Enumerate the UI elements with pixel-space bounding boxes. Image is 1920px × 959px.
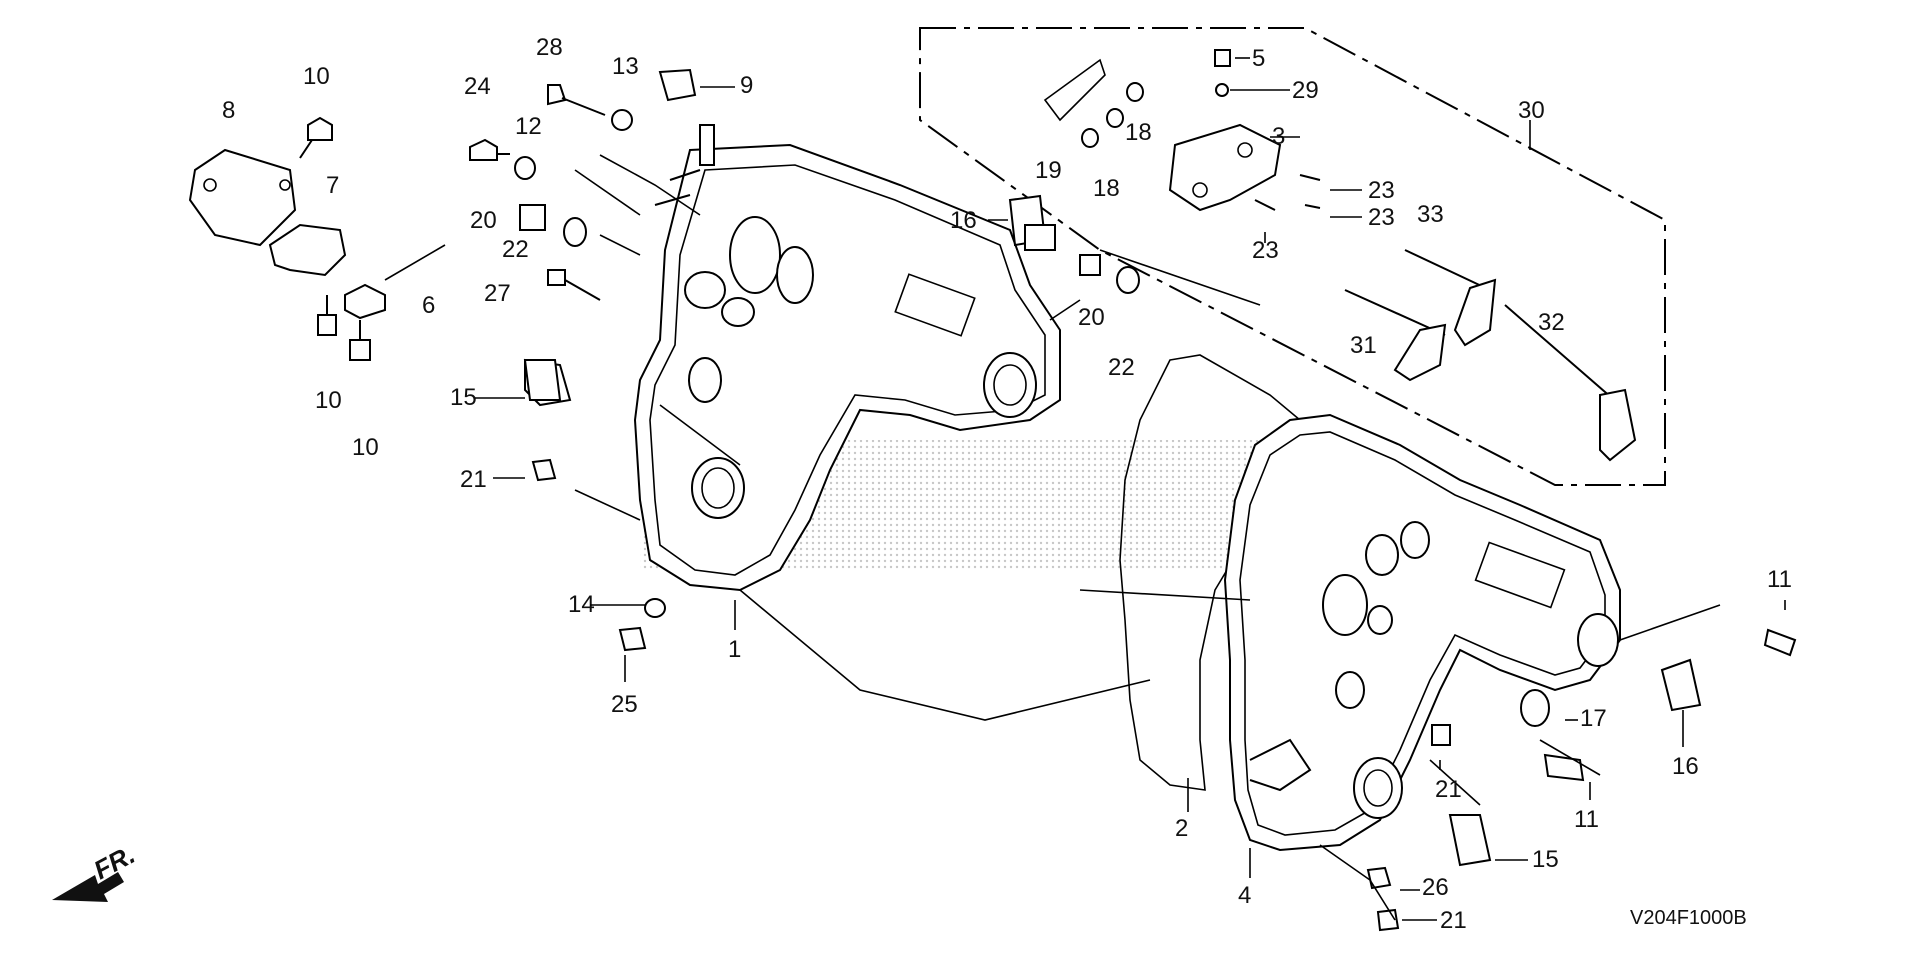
- callout-29: 29: [1292, 77, 1319, 104]
- callout-9: 9: [740, 72, 753, 99]
- callout-19: 19: [1035, 157, 1062, 184]
- callout-20a: 20: [470, 207, 497, 234]
- callout-5: 5: [1252, 45, 1265, 72]
- direction-label: FR.: [89, 839, 140, 885]
- callout-15b: 15: [1532, 846, 1559, 873]
- callout-10a: 10: [303, 63, 330, 90]
- clip-6: [344, 283, 386, 320]
- callout-2: 2: [1175, 815, 1188, 842]
- bracket-3: [1168, 49, 1321, 212]
- callout-18b: 18: [1093, 175, 1120, 202]
- callout-8: 8: [222, 97, 235, 124]
- callout-10b: 10: [315, 387, 342, 414]
- callout-21c: 21: [1440, 907, 1467, 934]
- leader-lines: [384, 154, 1721, 921]
- callout-22a: 22: [502, 236, 529, 263]
- callout-24: 24: [464, 73, 491, 100]
- callout-33: 33: [1417, 201, 1444, 228]
- clamp-7: [268, 223, 347, 277]
- callout-13: 13: [612, 53, 639, 80]
- callout-23a: 23: [1368, 177, 1395, 204]
- callout-21b: 21: [1435, 776, 1462, 803]
- callout-18a: 18: [1125, 119, 1152, 146]
- callout-11a: 11: [1767, 566, 1792, 593]
- callout-25: 25: [611, 691, 638, 718]
- callout-16a: 16: [950, 207, 977, 234]
- callout-12: 12: [515, 113, 542, 140]
- callout-11b: 11: [1574, 806, 1599, 833]
- callout-7: 7: [326, 172, 339, 199]
- callout-15a: 15: [450, 384, 477, 411]
- seals: [523, 224, 1797, 932]
- callout-23b: 23: [1368, 204, 1395, 231]
- front-direction-indicator: FR.: [52, 839, 140, 902]
- callout-6: 6: [422, 292, 435, 319]
- bolts-10: [299, 116, 371, 361]
- callouts: 1 2 3 4 5 6 7 8 9 10 10 10 11 11 12 13 1…: [222, 34, 1792, 934]
- callout-ticks: [475, 57, 1786, 921]
- callout-1: 1: [728, 636, 741, 663]
- callout-28: 28: [536, 34, 563, 61]
- gasket: [1119, 354, 1301, 791]
- callout-31: 31: [1350, 332, 1377, 359]
- callout-32: 32: [1538, 309, 1565, 336]
- callout-10c: 10: [352, 434, 379, 461]
- right-case: [1223, 413, 1621, 852]
- callout-27: 27: [484, 280, 511, 307]
- callout-22b: 22: [1108, 354, 1135, 381]
- callout-16b: 16: [1672, 753, 1699, 780]
- callout-17: 17: [1580, 705, 1607, 732]
- callout-30: 30: [1518, 97, 1545, 124]
- forks: [1344, 249, 1637, 462]
- diagram-code: V204F1000B: [1630, 907, 1747, 929]
- callout-26: 26: [1422, 874, 1449, 901]
- left-case: [633, 124, 1061, 592]
- bracket-8: [188, 148, 297, 247]
- callout-4: 4: [1238, 882, 1251, 909]
- callout-21a: 21: [460, 466, 487, 493]
- assembly-box-30: [919, 27, 1666, 486]
- callout-20b: 20: [1078, 304, 1105, 331]
